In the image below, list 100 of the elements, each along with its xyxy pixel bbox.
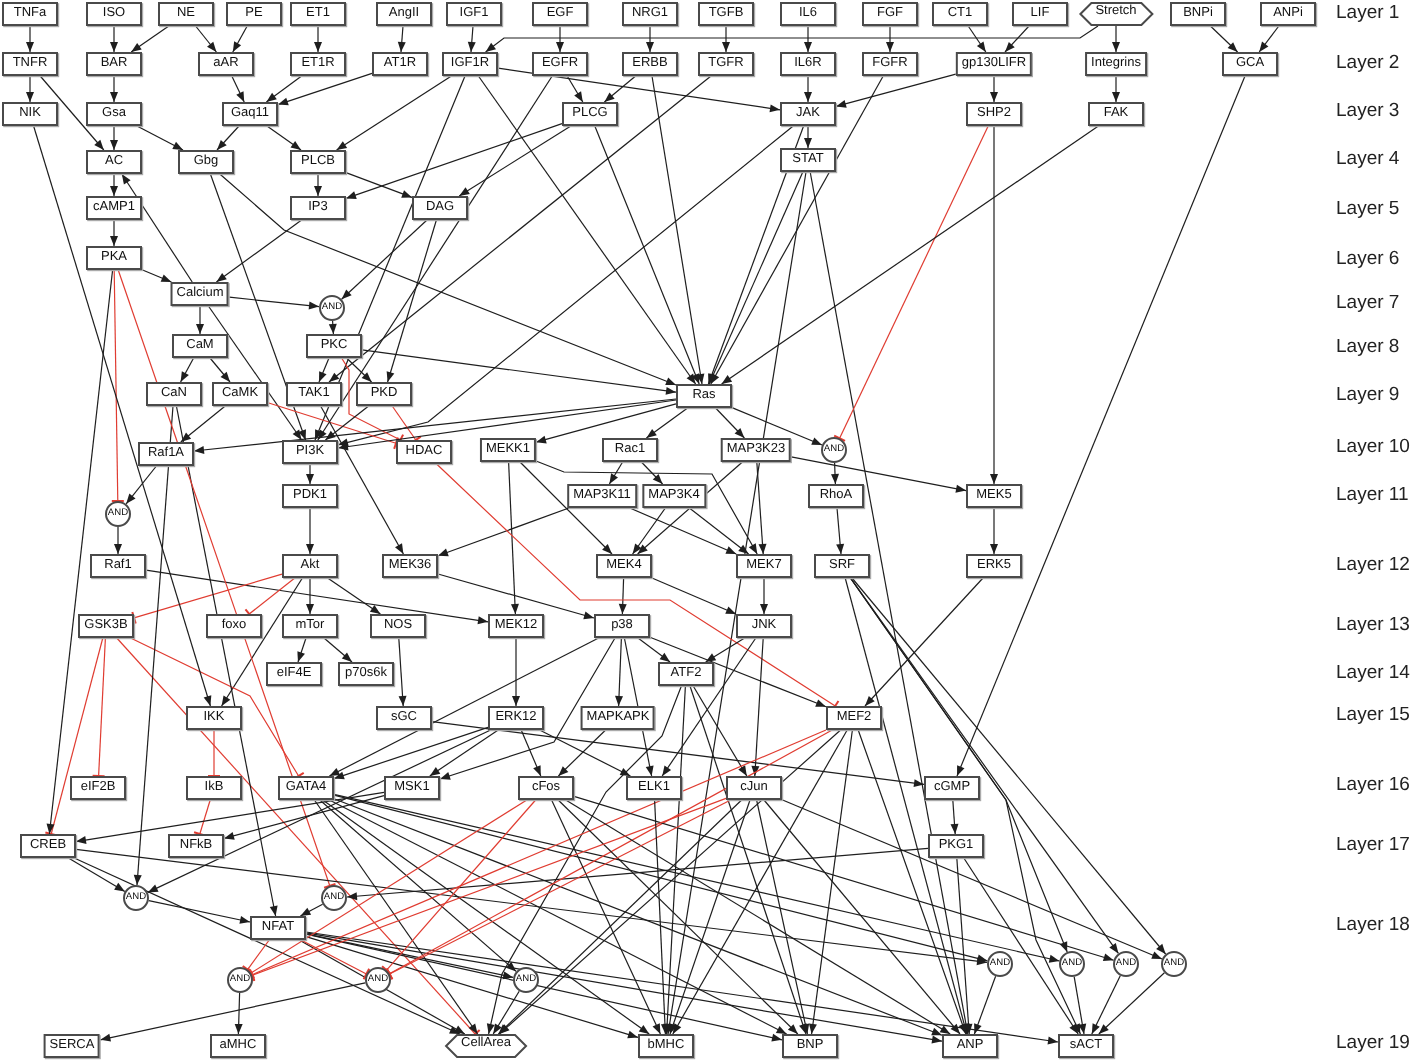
- arrow: [314, 173, 322, 197]
- arrow: [297, 637, 307, 663]
- arrow: [629, 507, 737, 555]
- arrow: [313, 799, 479, 1035]
- arrow: [439, 637, 616, 780]
- arrow: [804, 25, 812, 53]
- arrow: [39, 75, 105, 151]
- arrow: [618, 577, 627, 615]
- arrow: [557, 729, 607, 777]
- arrow: [808, 729, 853, 1035]
- arrow: [437, 507, 570, 557]
- arrow: [26, 75, 34, 103]
- arrow: [967, 25, 987, 53]
- layer-label: Layer 19: [1336, 1032, 1410, 1056]
- inhibition-line: [207, 729, 221, 777]
- arrow: [221, 577, 303, 707]
- arrow: [731, 407, 823, 446]
- arrow: [323, 637, 353, 663]
- arrow: [1112, 25, 1120, 53]
- arrow: [306, 463, 314, 485]
- arrow: [207, 305, 303, 441]
- arrow: [615, 637, 623, 707]
- arrow: [328, 320, 337, 335]
- inhibition-line: [44, 637, 104, 837]
- arrow: [707, 125, 805, 385]
- arrow: [963, 857, 1079, 1035]
- inhibition-line: [130, 637, 305, 781]
- arrow: [688, 507, 750, 555]
- arrow: [141, 269, 172, 283]
- arrow: [337, 399, 677, 451]
- arrow: [46, 269, 114, 835]
- arrow: [431, 721, 925, 788]
- arrow: [328, 637, 600, 777]
- arrow: [637, 637, 671, 663]
- arrow: [645, 407, 689, 439]
- arrow: [265, 75, 303, 103]
- arrow: [322, 799, 650, 1035]
- arrow: [654, 799, 669, 1035]
- arrow: [148, 900, 251, 924]
- inhibition-line: [833, 125, 989, 442]
- arrow: [305, 932, 943, 1044]
- layer-label: Layer 12: [1336, 554, 1410, 578]
- layer-label: Layer 11: [1336, 484, 1409, 508]
- arrow: [223, 795, 385, 840]
- arrow: [195, 25, 217, 53]
- arrow: [193, 398, 677, 454]
- arrow: [849, 577, 1081, 1035]
- arrow: [708, 171, 804, 385]
- arrow: [756, 799, 810, 1035]
- layer-label: Layer 9: [1336, 384, 1400, 408]
- arrow: [133, 405, 174, 886]
- arrow: [669, 799, 751, 1035]
- arrow: [306, 577, 314, 615]
- arrow: [1098, 972, 1165, 1035]
- arrow: [520, 729, 542, 777]
- arrow: [512, 637, 520, 707]
- arrow: [566, 75, 584, 103]
- inhibition-line: [300, 939, 371, 981]
- arrow: [305, 936, 639, 1039]
- inhibition-line: [267, 402, 399, 450]
- arrow: [751, 637, 764, 777]
- arrow: [121, 173, 193, 283]
- arrow: [346, 357, 373, 383]
- arrow: [180, 357, 195, 383]
- arrow: [266, 125, 302, 151]
- layer-label: Layer 8: [1336, 336, 1400, 360]
- arrow: [228, 296, 320, 310]
- arrow: [535, 403, 677, 444]
- arrow: [361, 349, 677, 395]
- arrow: [336, 75, 452, 151]
- inhibition-line: [246, 799, 528, 980]
- arrow: [215, 219, 303, 283]
- arrow: [216, 125, 240, 151]
- arrow: [886, 25, 894, 53]
- arrow: [231, 75, 245, 103]
- arrow: [327, 577, 381, 615]
- arrow: [1073, 976, 1087, 1035]
- arrow: [298, 939, 466, 1035]
- arrow: [317, 75, 553, 441]
- arrow: [345, 123, 563, 199]
- arrow: [844, 577, 969, 1035]
- arrow: [75, 848, 988, 966]
- arrow: [864, 577, 984, 707]
- arrow: [663, 685, 686, 1035]
- arrow: [649, 636, 827, 708]
- layer-label: Layer 4: [1336, 148, 1400, 172]
- arrow: [99, 982, 366, 1042]
- arrow: [804, 75, 812, 103]
- arrow: [328, 799, 788, 1035]
- arrow: [341, 219, 428, 300]
- arrow: [715, 407, 745, 439]
- arrow: [114, 526, 122, 555]
- arrow: [1091, 975, 1121, 1035]
- arrow: [209, 173, 307, 441]
- layer-label: Layer 17: [1336, 834, 1410, 858]
- arrow: [110, 75, 118, 103]
- arrow: [790, 456, 967, 493]
- arrow: [477, 75, 697, 385]
- inhibition-line: [385, 799, 732, 981]
- arrow: [110, 125, 118, 151]
